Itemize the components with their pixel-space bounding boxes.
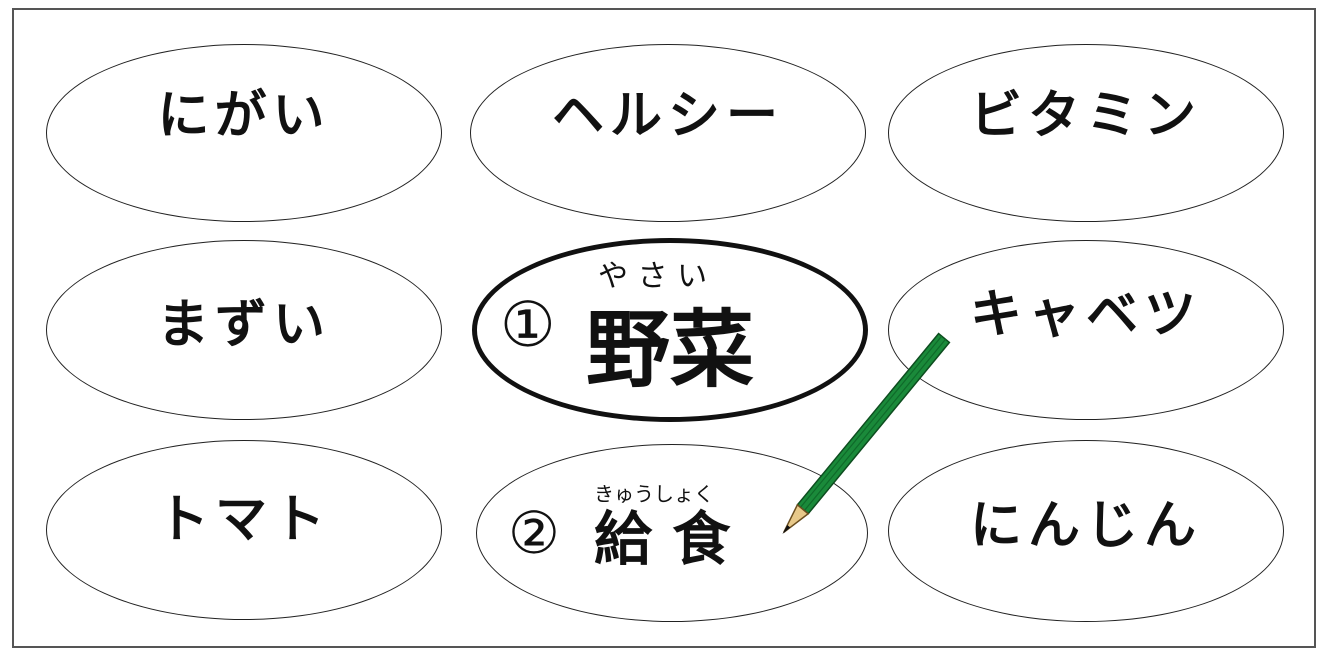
word-label: ヘルシー	[551, 86, 784, 146]
word-label: トマト	[156, 490, 331, 550]
word-oval-healthy: ヘルシー	[470, 44, 866, 222]
word-oval-cabbage: キャベツ	[888, 240, 1284, 420]
word-oval-vitamin: ビタミン	[888, 44, 1284, 222]
word-label: まずい	[156, 295, 331, 355]
school-lunch-number: ②	[508, 499, 560, 567]
word-label: にんじん	[969, 496, 1202, 556]
word-oval-carrot: にんじん	[888, 440, 1284, 622]
word-oval-nigai: にがい	[46, 44, 442, 222]
word-oval-mazui: まずい	[46, 240, 442, 420]
word-oval-tomato: トマト	[46, 440, 442, 620]
center-number: ①	[500, 288, 556, 361]
school-lunch-word: 給 食	[594, 505, 731, 573]
center-word: 野菜	[586, 301, 755, 399]
center-ruby: や さ い	[598, 259, 708, 294]
word-label: にがい	[157, 86, 331, 146]
word-label: キャベツ	[969, 285, 1202, 345]
school-lunch-ruby: きゅうしょく	[594, 482, 714, 506]
word-label: ビタミン	[969, 86, 1202, 146]
